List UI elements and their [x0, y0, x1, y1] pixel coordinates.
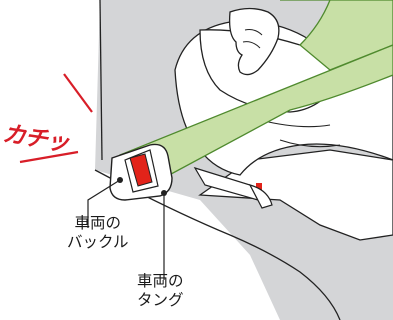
vehicle-tongue-label: 車両の タング: [137, 272, 184, 310]
vehicle-buckle-label-line1: 車両の: [74, 214, 122, 232]
vehicle-buckle-label-line2: バックル: [67, 233, 129, 251]
seat-buckle-base: [248, 184, 273, 209]
snap-line-top: [63, 73, 93, 113]
seat-bottom-line: [94, 169, 341, 320]
buckle-red-button: [129, 153, 153, 187]
buckle-pointer-line: [87, 179, 121, 228]
child-hand: [228, 7, 280, 76]
buckle-inner-frame: [124, 149, 159, 193]
seat-edge-line: [99, 0, 103, 161]
seat-cushion: [198, 149, 393, 241]
vehicle-buckle-label: 車両の バックル: [67, 214, 129, 252]
vehicle-tongue-label-line2: タング: [137, 291, 184, 309]
snap-line-bottom: [19, 150, 79, 164]
vehicle-tongue-label-line1: 車両の: [137, 272, 184, 290]
child-fingers: [242, 29, 263, 49]
